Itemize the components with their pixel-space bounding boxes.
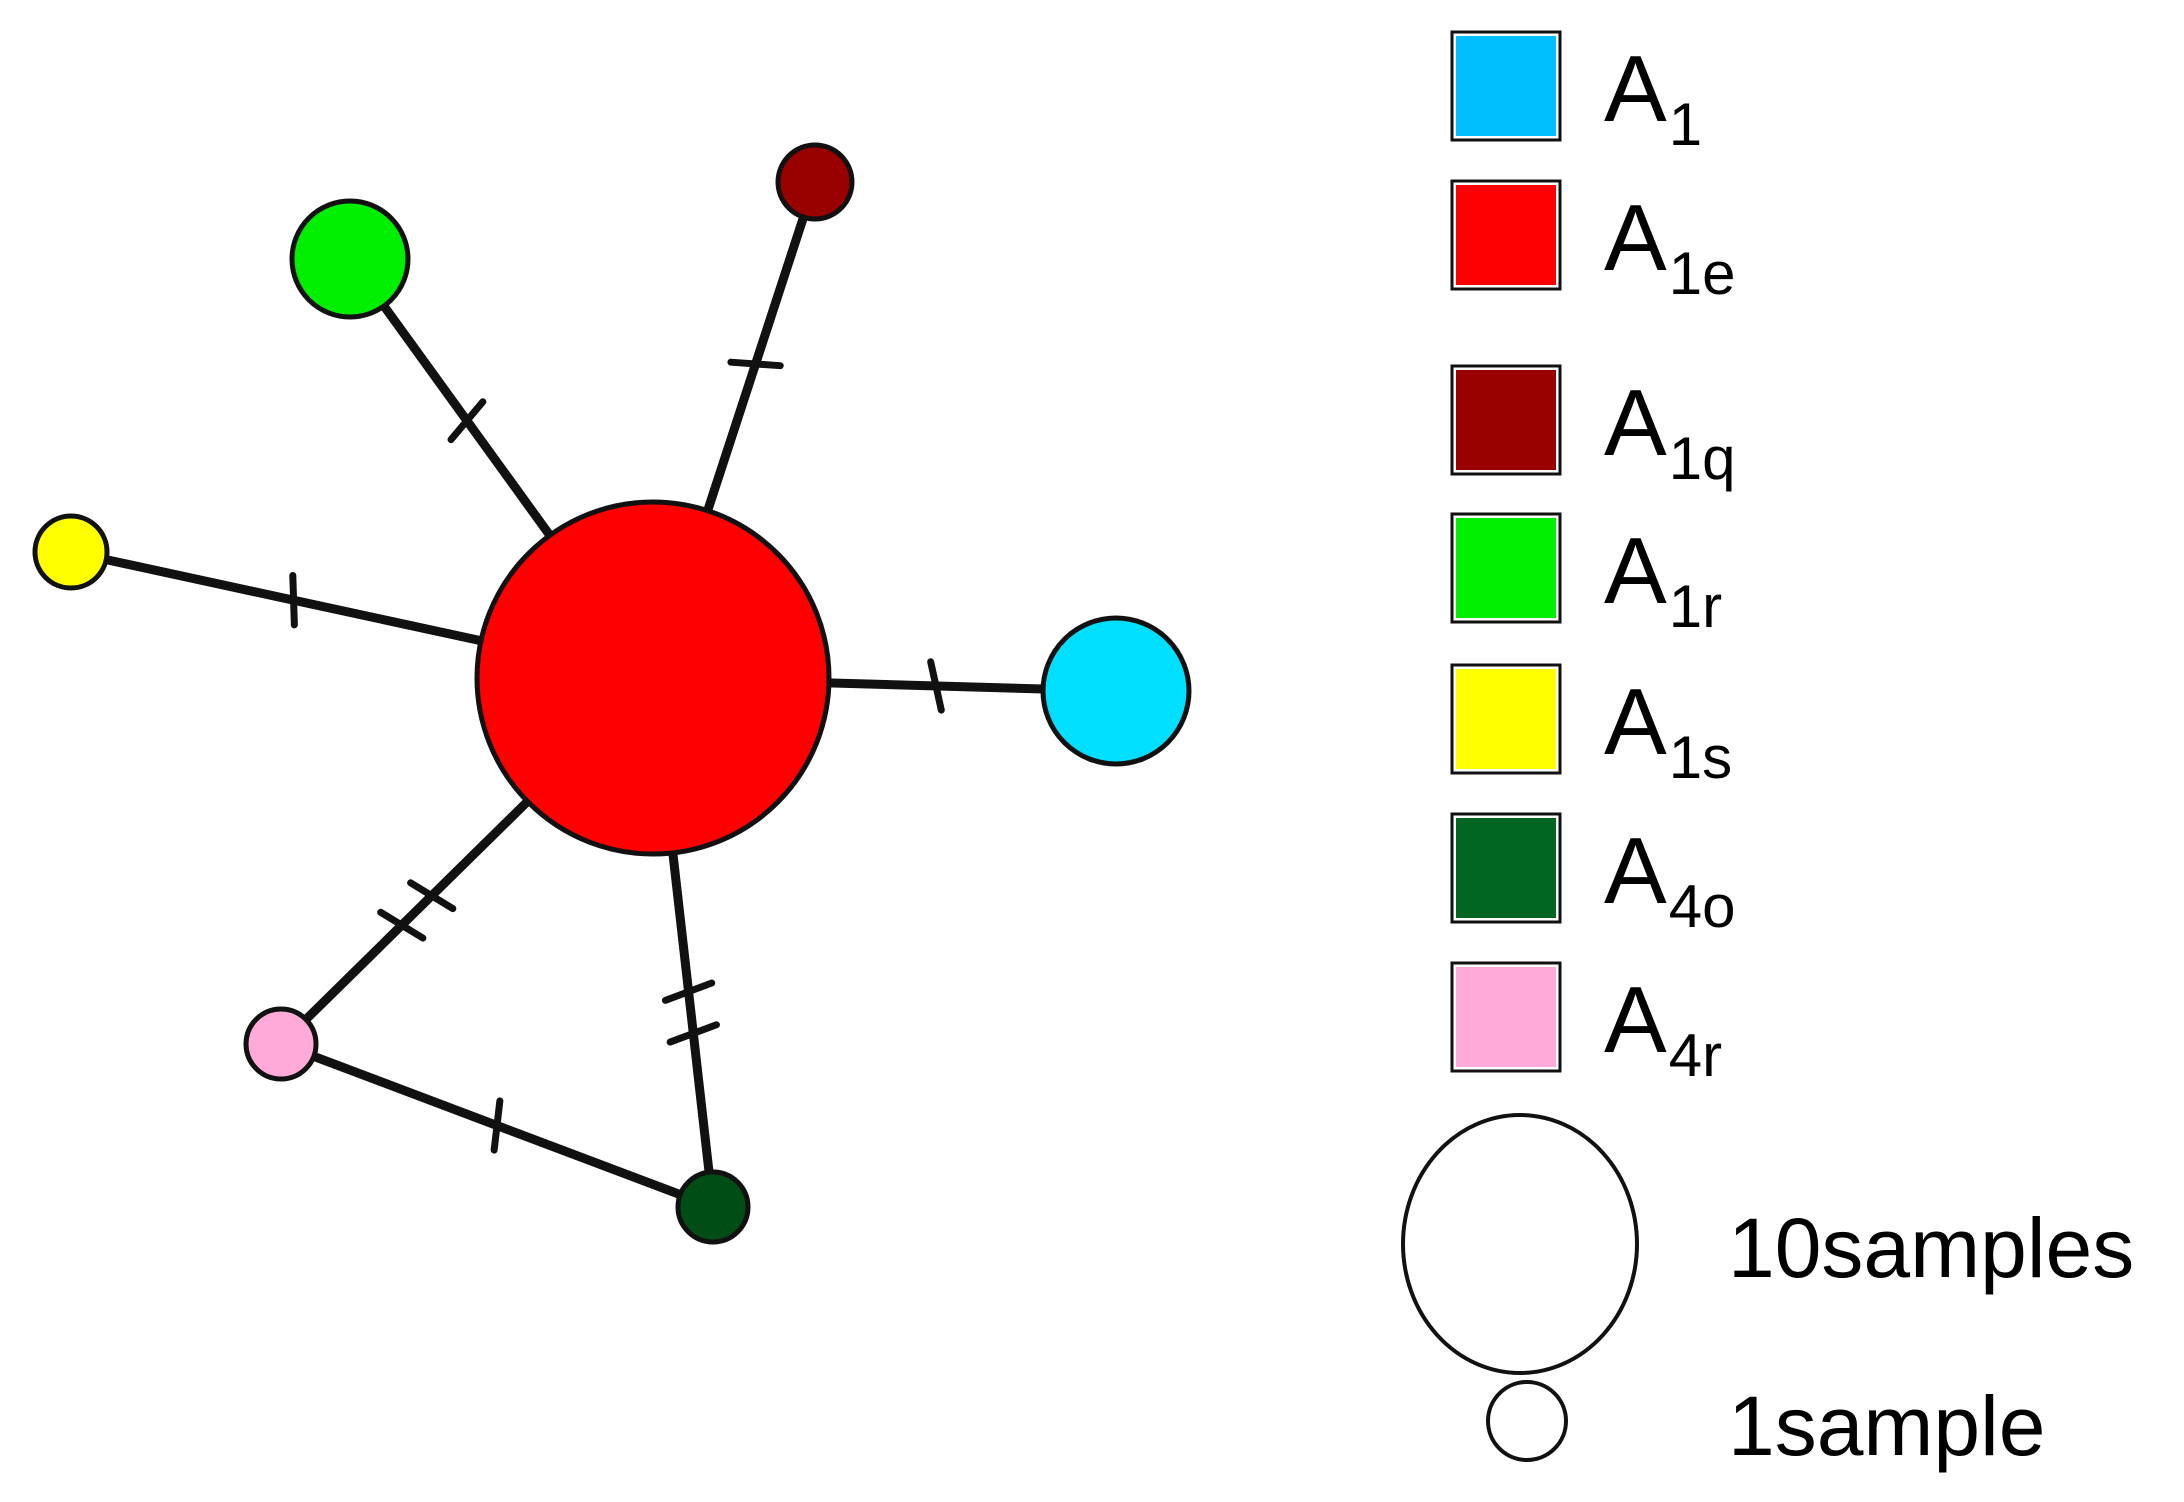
legend-label-base: A bbox=[1604, 669, 1667, 774]
legend-label-A1s: A1s bbox=[1604, 675, 1732, 788]
legend-label-A1r: A1r bbox=[1604, 524, 1722, 637]
mutation-mark bbox=[407, 879, 457, 913]
legend-label-subscript: 1e bbox=[1668, 240, 1736, 307]
mutation-mark bbox=[727, 358, 784, 370]
legend-label-base: A bbox=[1604, 518, 1667, 623]
mutation-mark bbox=[661, 979, 716, 1004]
legend bbox=[1401, 30, 1639, 1462]
node-A1r bbox=[289, 198, 411, 320]
mutation-mark bbox=[927, 658, 945, 714]
mutation-mark bbox=[490, 1097, 504, 1154]
legend-swatch-A4o bbox=[1456, 818, 1556, 918]
size-label-1sample: 1sample bbox=[1728, 1379, 2046, 1473]
legend-label-subscript: 4o bbox=[1668, 873, 1736, 940]
legend-swatch-A1 bbox=[1456, 36, 1556, 136]
legend-label-base: A bbox=[1604, 818, 1667, 923]
size-scale-small-circle bbox=[1486, 1380, 1568, 1462]
legend-label-A1e: A1e bbox=[1604, 191, 1735, 304]
legend-label-A4o: A4o bbox=[1604, 824, 1735, 937]
node-A1e bbox=[474, 499, 832, 857]
size-label-10samples: 10samples bbox=[1728, 1201, 2135, 1295]
mutation-mark bbox=[447, 398, 487, 444]
legend-label-base: A bbox=[1604, 370, 1667, 475]
legend-label-A4r: A4r bbox=[1604, 973, 1722, 1086]
legend-label-base: A bbox=[1604, 967, 1667, 1072]
node-A1 bbox=[1040, 615, 1192, 767]
legend-swatch-A1q bbox=[1456, 370, 1556, 470]
legend-swatch-A1e bbox=[1456, 185, 1556, 285]
network-nodes bbox=[32, 142, 1192, 1245]
node-A1s bbox=[32, 513, 110, 591]
legend-label-A1: A1 bbox=[1604, 42, 1702, 155]
mutation-mark bbox=[289, 571, 298, 629]
mutation-mark bbox=[666, 1021, 720, 1046]
mutation-mark bbox=[377, 908, 427, 942]
legend-label-base: A bbox=[1604, 36, 1667, 141]
legend-swatch-A4r bbox=[1456, 967, 1556, 1067]
node-A1q bbox=[775, 142, 855, 222]
node-A4o bbox=[675, 1169, 751, 1245]
legend-label-subscript: 1r bbox=[1668, 573, 1723, 640]
legend-label-A1q: A1q bbox=[1604, 376, 1735, 489]
legend-swatch-A1r bbox=[1456, 518, 1556, 618]
legend-swatch-A1s bbox=[1456, 669, 1556, 769]
legend-label-subscript: 4r bbox=[1668, 1022, 1723, 1089]
legend-label-subscript: 1q bbox=[1668, 425, 1736, 492]
size-scale-large-circle bbox=[1401, 1113, 1639, 1375]
legend-label-subscript: 1s bbox=[1668, 724, 1733, 791]
legend-label-subscript: 1 bbox=[1668, 91, 1703, 158]
legend-label-base: A bbox=[1604, 185, 1667, 290]
node-A4r bbox=[243, 1006, 319, 1082]
